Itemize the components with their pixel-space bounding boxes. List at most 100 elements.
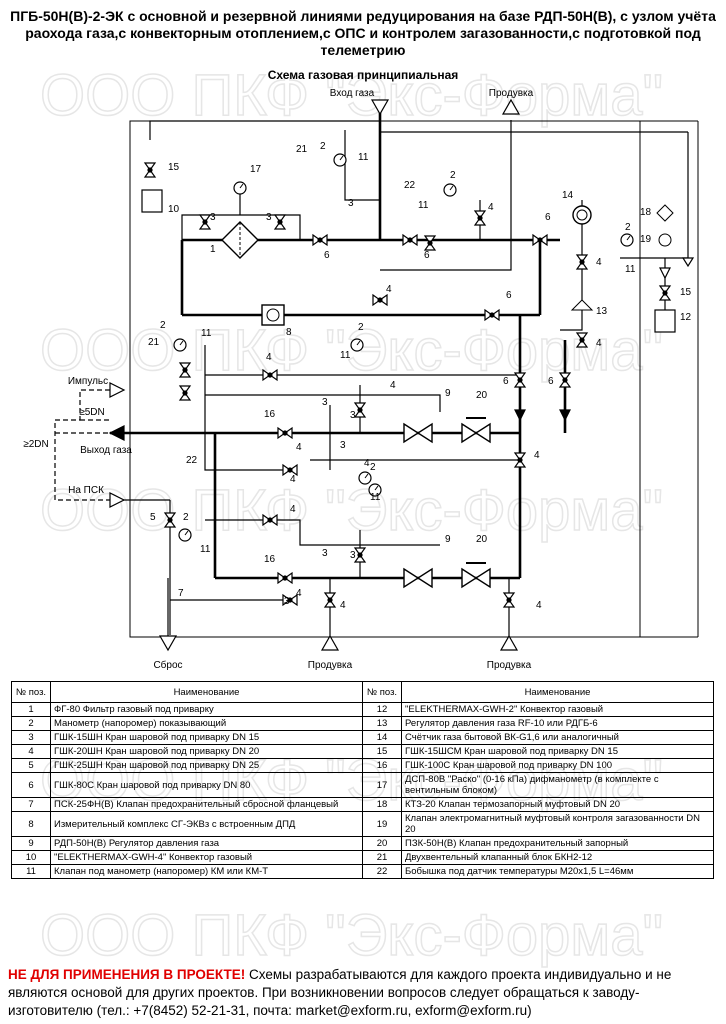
- part-no: 10: [11, 850, 51, 865]
- svg-text:2: 2: [370, 462, 376, 473]
- part-name: ГШК-25ШН Кран шаровой под приварку DN 25: [50, 758, 363, 773]
- svg-text:5: 5: [150, 512, 156, 523]
- svg-text:4: 4: [596, 257, 602, 268]
- svg-text:4: 4: [296, 442, 302, 453]
- part-no: 15: [362, 744, 402, 759]
- svg-text:6: 6: [506, 290, 512, 301]
- svg-text:15: 15: [680, 287, 692, 298]
- svg-text:9: 9: [445, 534, 451, 545]
- svg-text:3: 3: [350, 410, 356, 421]
- convector-icon: [141, 189, 163, 213]
- warning-text: НЕ ДЛЯ ПРИМЕНЕНИЯ В ПРОЕКТЕ!: [8, 967, 246, 982]
- svg-text:20: 20: [476, 534, 488, 545]
- svg-text:22: 22: [404, 180, 416, 191]
- parts-table: № поз. Наименование № поз. Наименование …: [11, 681, 714, 879]
- part-name: КТЗ-20 Клапан термозапорный муфтовый DN …: [401, 797, 714, 812]
- part-no: 9: [11, 836, 51, 851]
- scheme-subtitle: Схема газовая принципиальная: [267, 68, 459, 82]
- svg-text:4: 4: [534, 450, 540, 461]
- part-name: Регулятор давления газа RF-10 или РДГБ-6: [401, 716, 714, 731]
- svg-text:11: 11: [340, 350, 351, 361]
- col-header-no: № поз.: [362, 681, 402, 703]
- psk-label: На ПСК: [68, 485, 104, 496]
- svg-text:22: 22: [186, 455, 198, 466]
- disclaimer-text: Схемы разрабатываются для каждого проект…: [8, 967, 672, 1018]
- svg-text:3: 3: [284, 596, 290, 607]
- svg-text:4: 4: [488, 202, 494, 213]
- inlet-label: Вход газа: [330, 88, 375, 99]
- col-header-name: Наименование: [50, 681, 363, 703]
- part-no: 16: [362, 758, 402, 773]
- page-title: ПГБ-50Н(В)-2-ЭК с основной и резервной л…: [10, 8, 716, 58]
- svg-text:15: 15: [168, 162, 180, 173]
- pzk-20-icon: [461, 417, 491, 588]
- part-name: "ELEKTHERMAX-GWH-4" Конвектор газовый: [50, 850, 363, 865]
- svg-text:18: 18: [640, 207, 652, 218]
- svg-text:11: 11: [370, 492, 381, 503]
- part-no: 5: [11, 758, 51, 773]
- part-name: Манометр (напоромер) показывающий: [50, 716, 363, 731]
- svg-text:4: 4: [296, 588, 302, 599]
- purge-label-1: Продувка: [308, 660, 353, 671]
- valve-icons: [144, 162, 671, 608]
- svg-text:6: 6: [503, 376, 509, 387]
- svg-text:4: 4: [390, 380, 396, 391]
- purge-label-2: Продувка: [487, 660, 532, 671]
- svg-text:2: 2: [320, 141, 326, 152]
- svg-text:3: 3: [350, 550, 356, 561]
- part-no: 4: [11, 744, 51, 759]
- svg-text:2: 2: [358, 322, 364, 333]
- part-name: ГШК-15ШСМ Кран шаровой под приварку DN 1…: [401, 744, 714, 759]
- svg-text:20: 20: [476, 390, 488, 401]
- part-name: Счётчик газа бытовой ВК-G1,6 или аналоги…: [401, 730, 714, 745]
- part-name: Двухвентельный клапанный блок БКН2-12: [401, 850, 714, 865]
- svg-text:3: 3: [322, 548, 328, 559]
- part-no: 13: [362, 716, 402, 731]
- part-no: 17: [362, 772, 402, 798]
- gas-scheme-diagram: Вход газа Продувка Импульс Выход газа На…: [23, 88, 699, 671]
- part-name: Бобышка под датчик температуры М20х1,5 L…: [401, 864, 714, 879]
- svg-text:1: 1: [210, 244, 216, 255]
- part-name: ДСП-80В "Раско" (0-16 кПа) дифманометр (…: [401, 772, 714, 798]
- svg-text:9: 9: [445, 388, 451, 399]
- part-name: РДП-50Н(В) Регулятор давления газа: [50, 836, 363, 851]
- part-no: 2: [11, 716, 51, 731]
- disclaimer: НЕ ДЛЯ ПРИМЕНЕНИЯ В ПРОЕКТЕ! Схемы разра…: [8, 966, 720, 1020]
- svg-text:4: 4: [536, 600, 542, 611]
- svg-text:2: 2: [160, 320, 166, 331]
- svg-text:14: 14: [562, 190, 574, 201]
- purge-label-top: Продувка: [489, 88, 534, 99]
- svg-text:21: 21: [296, 144, 308, 155]
- part-name: Измерительный комплекс СГ-ЭКВз с встроен…: [50, 811, 363, 837]
- part-no: 20: [362, 836, 402, 851]
- part-no: 19: [362, 811, 402, 837]
- svg-text:3: 3: [210, 212, 216, 223]
- household-meter-icon: [572, 205, 592, 225]
- svg-text:21: 21: [148, 337, 160, 348]
- outlet-label: Выход газа: [80, 445, 132, 456]
- svg-text:3: 3: [348, 198, 354, 209]
- part-no: 1: [11, 702, 51, 717]
- svg-text:2: 2: [625, 222, 631, 233]
- svg-text:11: 11: [200, 544, 211, 555]
- impulse-label: Импульс: [68, 376, 108, 387]
- svg-text:16: 16: [264, 554, 276, 565]
- part-no: 6: [11, 772, 51, 798]
- watermark-text: ООО ПКФ "Экс-Форма": [40, 903, 663, 968]
- convector-icon: [654, 309, 676, 333]
- svg-text:4: 4: [266, 352, 272, 363]
- part-no: 12: [362, 702, 402, 717]
- svg-text:10: 10: [168, 204, 180, 215]
- regulator-9-icon: [403, 423, 433, 588]
- part-name: "ELEKTHERMAX-GWH-2" Конвектор газовый: [401, 702, 714, 717]
- svg-text:3: 3: [266, 212, 272, 223]
- dn2-label: ≥2DN: [23, 439, 49, 450]
- part-name: ФГ-80 Фильтр газовый под приварку: [50, 702, 363, 717]
- svg-text:11: 11: [201, 328, 212, 339]
- svg-text:2: 2: [450, 170, 456, 181]
- filter-icon: [221, 221, 259, 259]
- svg-text:11: 11: [625, 264, 636, 275]
- gas-meter-icon: [261, 304, 285, 326]
- svg-text:4: 4: [290, 504, 296, 515]
- thermal-valve-icon: [656, 204, 674, 222]
